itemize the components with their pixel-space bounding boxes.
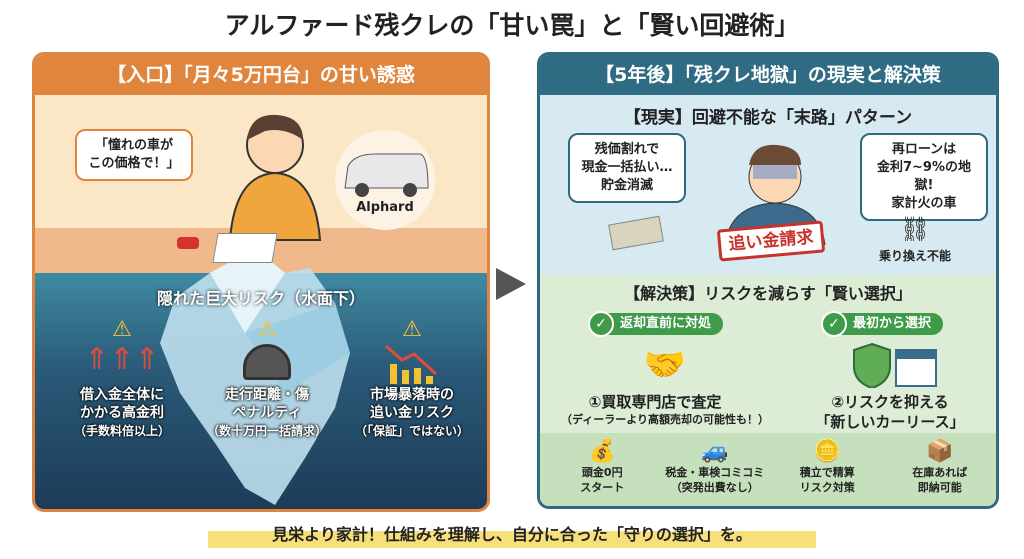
feature-text: 積立で精算 (799, 466, 855, 479)
no-switch-label: 乗り換え不能 (878, 249, 951, 263)
check-icon: ✓ (821, 311, 847, 337)
pill-from-start: ✓ 最初から選択 (821, 311, 944, 337)
warning-icon: ⚠ (402, 317, 422, 342)
risk-item-penalty: ⚠ 走行距離・傷ペナルティ （数十万円一括請求） (197, 317, 337, 440)
banknote-icon (608, 215, 664, 251)
warning-icon: ⚠ (257, 317, 277, 342)
pill-before-return: ✓ 返却直前に対処 (588, 311, 724, 337)
risk-item-interest: ⚠ ⇑⇑⇑ 借入金全体にかかる高金利 （手数料倍以上） (57, 317, 187, 440)
feature-text: 即納可能 (917, 481, 962, 494)
result-panel-header: 【5年後】「残クレ地獄」の現実と解決策 (540, 55, 996, 95)
page-title: アルファード残クレの「甘い罠」と「賢い回避術」 (224, 11, 800, 40)
feature-quick-delivery: 📦 在庫あれば即納可能 (890, 439, 990, 495)
speech-line: 再ローンは (891, 142, 957, 157)
hidden-risk-heading: 隠れた巨大リスク（水面下） (156, 289, 365, 308)
car-circle: Alphard (335, 130, 435, 230)
feature-all-inclusive: 🚙 税金・車検コミコミ （突発出費なし） (665, 439, 765, 495)
footer-message: 見栄より家計！仕組みを理解し、自分に合った「守りの選択」を。 (208, 522, 816, 548)
feature-text: 頭金0円 (581, 466, 623, 479)
speech-bubble-cash: 残価割れで現金一括払い… 貯金消滅 (568, 133, 686, 203)
contract-paper-icon (212, 233, 278, 263)
feature-text: 在庫あれば (912, 466, 968, 479)
shield-calendar-icon (845, 342, 945, 390)
speech-line: 残価割れで (594, 142, 660, 157)
feature-text: リスク対策 (799, 481, 855, 494)
box-icon: 📦 (926, 439, 954, 464)
rising-coins-icon: ⇑⇑⇑ (84, 342, 160, 377)
pill-label: 最初から選択 (853, 316, 932, 331)
feature-zero-down: 💰 頭金0円スタート (552, 439, 652, 495)
option-buyback-title: ①買取専門店で査定 (588, 393, 722, 411)
car-label: Alphard (356, 200, 414, 215)
risk-note: （手数料倍以上） (73, 424, 170, 438)
handshake-shop-icon: 🤝 (643, 345, 687, 385)
pill-label: 返却直前に対処 (620, 316, 712, 331)
risk-note: （数十万円一括請求） (206, 424, 327, 438)
man-signing-illustration (228, 114, 322, 241)
arrow-right-icon (496, 268, 526, 300)
speech-line: 現金一括払い… (581, 160, 673, 175)
feature-text: 税金・車検コミコミ (665, 466, 765, 479)
risk-text: 市場暴落時の (370, 387, 454, 403)
option-buyback-sub: （ディーラーより高額売却の可能性も！） (560, 413, 769, 426)
broken-chain-icon: ⛓ (899, 215, 931, 243)
option-lease-title: ②リスクを抑える (831, 393, 949, 411)
speech-line: 貯金消滅 (600, 178, 653, 193)
coins-icon: 🪙 (813, 439, 841, 464)
car-icon (344, 153, 429, 197)
inkpad-icon (177, 237, 199, 249)
check-icon: ✓ (588, 311, 614, 337)
car-clock-icon: 🚙 (701, 439, 729, 464)
feature-text: スタート (580, 481, 625, 494)
option-lease-sub: 「新しいカーリース」 (815, 413, 965, 431)
falling-chart-icon (385, 344, 438, 384)
speech-bubble-excited: 「憧れの車が この価格で！」 (75, 129, 193, 181)
risk-text: 走行距離・傷 (225, 387, 309, 403)
feature-text: （突発出費なし） (670, 481, 759, 494)
money-bag-icon: 💰 (588, 439, 616, 464)
risk-text: 借入金全体に (80, 387, 164, 403)
risk-note: （「保証」ではない） (354, 424, 469, 438)
entry-panel: 【入口】「月々5万円台」の甘い誘惑 「憧れの車が この価格で！」 Alphard… (32, 52, 490, 512)
speech-line: 「憧れの車が (94, 138, 173, 153)
warning-icon: ⚠ (112, 317, 132, 342)
entry-panel-header: 【入口】「月々5万円台」の甘い誘惑 (35, 55, 487, 95)
risk-item-market: ⚠ 市場暴落時の追い金リスク （「保証」ではない） (347, 317, 477, 440)
speech-bubble-reloan: 再ローンは金利7~9%の地獄! 家計火の車 (860, 133, 988, 221)
reality-heading: 【現実】回避不能な「末路」パターン (623, 108, 913, 128)
features-strip (540, 433, 996, 506)
risk-text: かかる高金利 (80, 405, 164, 421)
solution-heading: 【解決策】リスクを減らす「賢い選択」 (624, 284, 912, 303)
speech-line: 家計火の車 (891, 196, 957, 211)
speech-line: 金利7~9%の地獄! (876, 160, 971, 193)
speedometer-icon (243, 344, 291, 380)
feature-savings: 🪙 積立で精算リスク対策 (777, 439, 877, 495)
risk-text: ペナルティ (232, 405, 302, 421)
speech-line: この価格で！」 (88, 156, 180, 171)
risk-text: 追い金リスク (370, 405, 454, 421)
result-panel: 【5年後】「残クレ地獄」の現実と解決策 【現実】回避不能な「末路」パターン 残価… (537, 52, 999, 509)
